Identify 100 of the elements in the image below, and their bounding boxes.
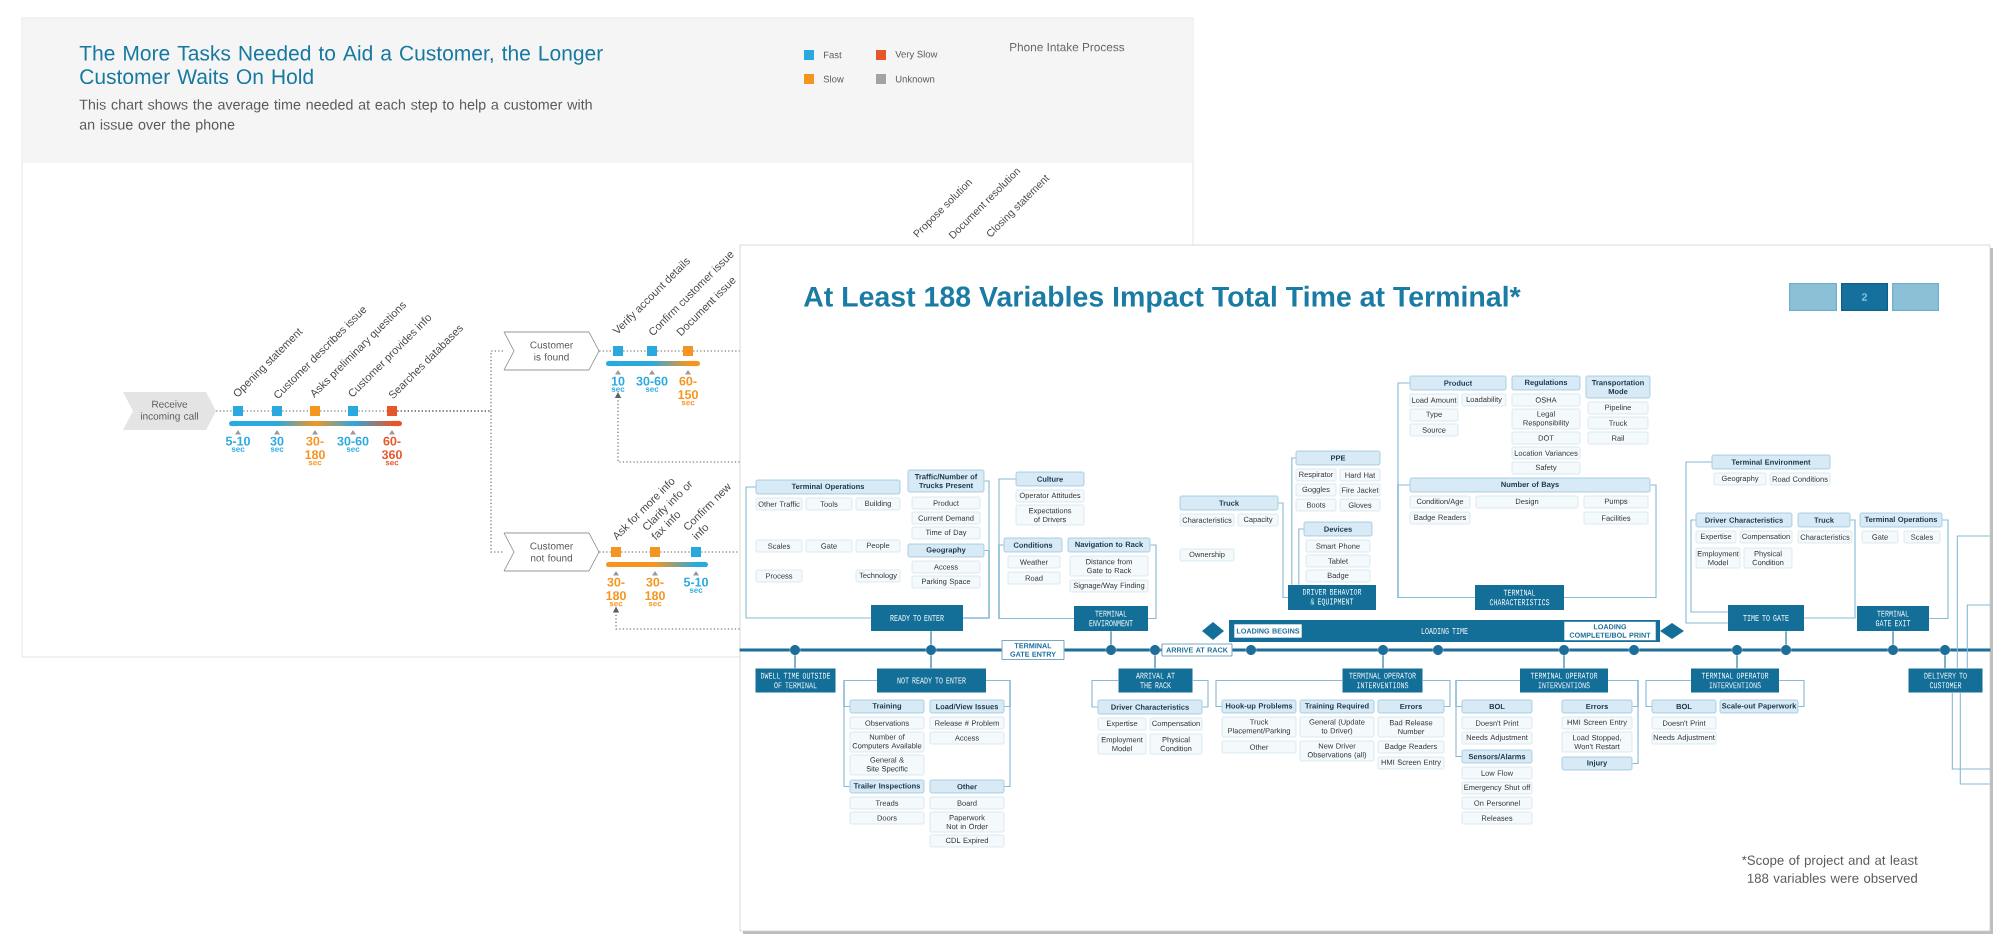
connector-line: [242, 410, 273, 412]
phase-box: TERMINAL GATE EXIT: [1857, 606, 1929, 631]
phase-box: TIME TO GATE: [1728, 605, 1804, 631]
connector-line: [1645, 679, 1692, 708]
timeline-segment: [1791, 648, 1888, 652]
connector-line: [930, 630, 932, 646]
timeline-segment: [1742, 648, 1781, 652]
duration-unit: sec: [270, 447, 284, 452]
slide-title: At Least 188 Variables Impact Total Time at Terminal*: [803, 285, 1521, 313]
phase-box: ARRIVAL AT THE RACK: [1118, 668, 1193, 693]
connector-line: [1455, 679, 1521, 758]
connector-line: [843, 679, 878, 788]
connector-line: [930, 654, 932, 669]
connector-line: [1382, 654, 1384, 669]
duration-unit: sec: [611, 387, 625, 392]
timeline-segment: [1116, 648, 1150, 652]
connector-line: [1892, 630, 1894, 646]
process-name: Phone Intake Process: [1010, 42, 1125, 52]
connector-line: [1966, 604, 1991, 669]
connector-line: [1298, 528, 1305, 586]
timeline-segment: [1064, 648, 1106, 652]
slide-title: The More Tasks Needed to Aid a Customer, the Longer Customer Waits On Hold: [79, 45, 603, 85]
timeline-segment: [1388, 648, 1433, 652]
legend-label: Very Slow: [895, 50, 938, 60]
connector-line: [396, 410, 505, 553]
process-box: Receive incoming call: [123, 392, 216, 430]
phase-box: TERMINAL OPERATOR INTERVENTIONS: [1342, 668, 1423, 693]
connector-line: [598, 350, 614, 352]
duration-unit: sec: [385, 460, 399, 466]
connector-line: [1607, 679, 1639, 765]
duration-value: 5-10: [683, 577, 708, 587]
connector-line: [1291, 457, 1297, 586]
footnote: *Scope of project and at least 188 variables were observed: [1741, 855, 1918, 883]
duration-value: 5-10: [225, 436, 250, 446]
phase-box: DRIVER BEHAVIOR & EQUIPMENT: [1288, 585, 1376, 610]
arrow: [614, 392, 741, 463]
duration-value: 30- 180: [305, 436, 325, 460]
duration-value: 60- 150: [678, 376, 698, 400]
connector-line: [620, 551, 651, 553]
timeline-segment: [1950, 648, 1991, 652]
phase-box: TERMINAL ENVIRONMENT: [1074, 606, 1148, 631]
connector-line: [1154, 654, 1156, 669]
timeline-segment: [1232, 648, 1246, 652]
connector-line: [745, 486, 872, 619]
duration-unit: sec: [346, 447, 360, 452]
connector-line: [962, 549, 990, 619]
timeline-segment: [1639, 648, 1732, 652]
connector-line: [622, 350, 648, 352]
connector-line: [1685, 461, 1729, 624]
duration-value: 60- 360: [381, 436, 402, 460]
connector-line: [1563, 484, 1657, 599]
page-tab: [1892, 283, 1939, 311]
duration-value: 30- 180: [606, 577, 626, 601]
connector-line: [794, 654, 796, 669]
phase-box: TERMINAL CHARACTERISTICS: [1475, 585, 1564, 610]
connector-line: [1736, 654, 1738, 669]
duration-value: 30: [270, 436, 284, 446]
duration-value: 30-60: [636, 376, 668, 386]
connector-line: [1091, 679, 1119, 708]
legend-label: Slow: [823, 75, 844, 83]
legend-label: Fast: [824, 51, 842, 59]
connector-line: [985, 679, 1011, 788]
duration-value: 10: [611, 376, 625, 386]
connector-line: [1778, 679, 1805, 708]
duration-unit: sec: [231, 447, 245, 452]
connector-line: [1959, 692, 1991, 785]
duration-unit: sec: [609, 601, 623, 607]
connector-line: [1928, 519, 1949, 620]
connector-line: [319, 410, 349, 412]
page-tab: 2: [1841, 283, 1888, 311]
connector-line: [1951, 692, 1991, 770]
legend-label: Unknown: [895, 75, 935, 83]
phase-box: NOT READY TO ENTER: [877, 668, 986, 693]
phase-box: TERMINAL OPERATOR INTERVENTIONS: [1520, 668, 1608, 693]
page-tab: [1789, 283, 1837, 311]
duration-unit: sec: [308, 460, 322, 466]
connector-line: [1785, 630, 1787, 646]
connector-line: [1397, 484, 1476, 599]
connector-line: [1110, 630, 1112, 646]
phase-box: DELIVERY TO CUSTOMER: [1908, 668, 1983, 693]
connector-line: [1215, 679, 1343, 708]
duration-unit: sec: [648, 601, 662, 607]
timeline-segment: [936, 648, 1002, 652]
connector-line: [1944, 654, 1946, 669]
timeline-segment: [800, 648, 926, 652]
duration-unit: sec: [645, 387, 659, 392]
connector-line: [998, 544, 1075, 620]
connector-line: [357, 410, 388, 412]
connector-line: [215, 410, 234, 412]
phase-box: DWELL TIME OUTSIDE OF TERMINAL: [755, 668, 836, 693]
duration-unit: sec: [681, 400, 695, 406]
phase-box: READY TO ENTER: [871, 605, 963, 631]
timeline-segment: [1256, 648, 1378, 652]
connector-line: [1277, 502, 1289, 599]
connector-line: [1690, 519, 1729, 613]
connector-line: [1147, 544, 1157, 620]
connector-line: [1192, 679, 1209, 708]
connector-line: [1803, 519, 1856, 619]
connector-line: [1422, 679, 1451, 708]
timeline-segment: [739, 648, 790, 652]
